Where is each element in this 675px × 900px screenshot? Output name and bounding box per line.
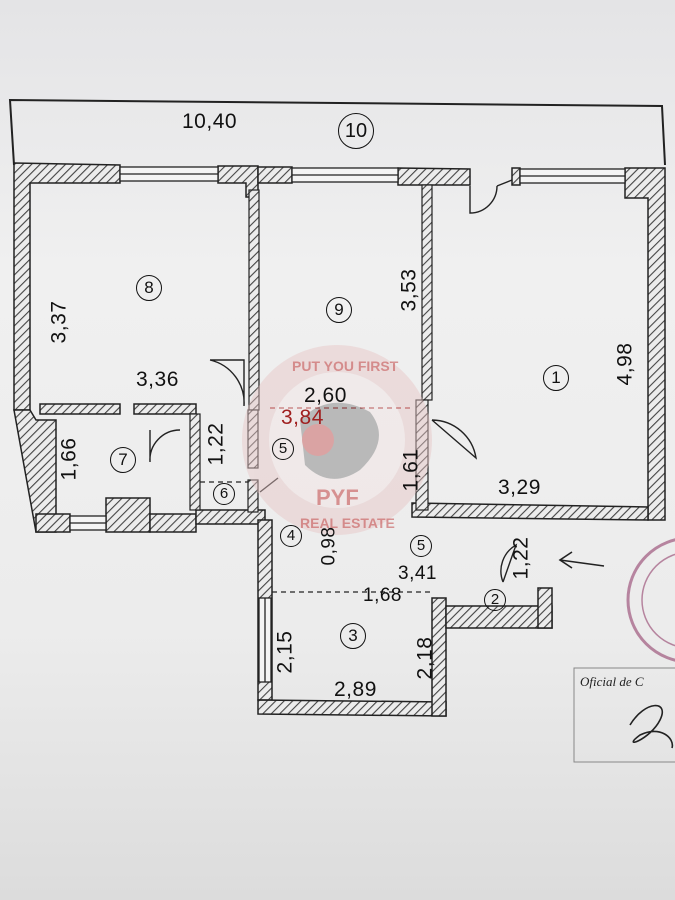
room-number-5-hall: 5 — [272, 438, 294, 460]
dim-hall-length: 3,84 — [281, 406, 324, 429]
watermark-text-bottom: REAL ESTATE — [300, 515, 395, 531]
windows — [69, 166, 626, 683]
watermark-logo — [242, 345, 432, 535]
dim-entry-width: 1,22 — [509, 536, 533, 580]
dashed-lines — [200, 407, 432, 593]
dim-room7-door: 1,22 — [204, 422, 228, 466]
dim-room3-left: 2,15 — [273, 630, 297, 674]
dim-room1-width: 3,29 — [498, 476, 541, 499]
room-number-5-lower: 5 — [410, 535, 432, 557]
dim-room9-height: 3,53 — [397, 268, 421, 312]
room-number-3: 3 — [340, 623, 366, 649]
interior-walls — [189, 184, 433, 513]
room-number-6: 6 — [213, 483, 235, 505]
dim-room3-right: 2,18 — [413, 636, 437, 680]
room-number-2: 2 — [484, 589, 506, 611]
doors — [149, 179, 518, 583]
watermark-brand: PYF — [316, 485, 359, 510]
official-stamp — [626, 538, 675, 662]
room-number-9: 9 — [326, 297, 352, 323]
signature — [573, 667, 675, 763]
dim-room8-height: 3,37 — [47, 300, 71, 344]
balcony-outline — [8, 98, 666, 166]
watermark-text-top: PUT YOU FIRST — [292, 358, 399, 374]
dim-hall2-width: 3,41 — [398, 563, 437, 584]
room-number-8: 8 — [136, 275, 162, 301]
room-number-7: 7 — [110, 447, 136, 473]
dim-room8-width: 3,36 — [136, 368, 179, 391]
dim-room4-height: 0,98 — [318, 526, 340, 566]
office-label: Oficial de C — [580, 674, 644, 689]
dim-hall-width: 2,60 — [304, 384, 347, 407]
dim-room3-bottom: 2,89 — [334, 678, 377, 701]
balcony-length-label: 10,40 — [182, 110, 238, 133]
dim-room3-top: 1,68 — [363, 585, 402, 606]
room-number-1: 1 — [543, 365, 569, 391]
room-number-4: 4 — [280, 525, 302, 547]
dim-hall-height: 1,61 — [399, 448, 423, 492]
dim-room7-height: 1,66 — [57, 437, 81, 481]
dim-room1-height: 4,98 — [613, 342, 637, 386]
entry-arrow-icon — [558, 551, 605, 569]
room-number-10: 10 — [338, 113, 374, 149]
